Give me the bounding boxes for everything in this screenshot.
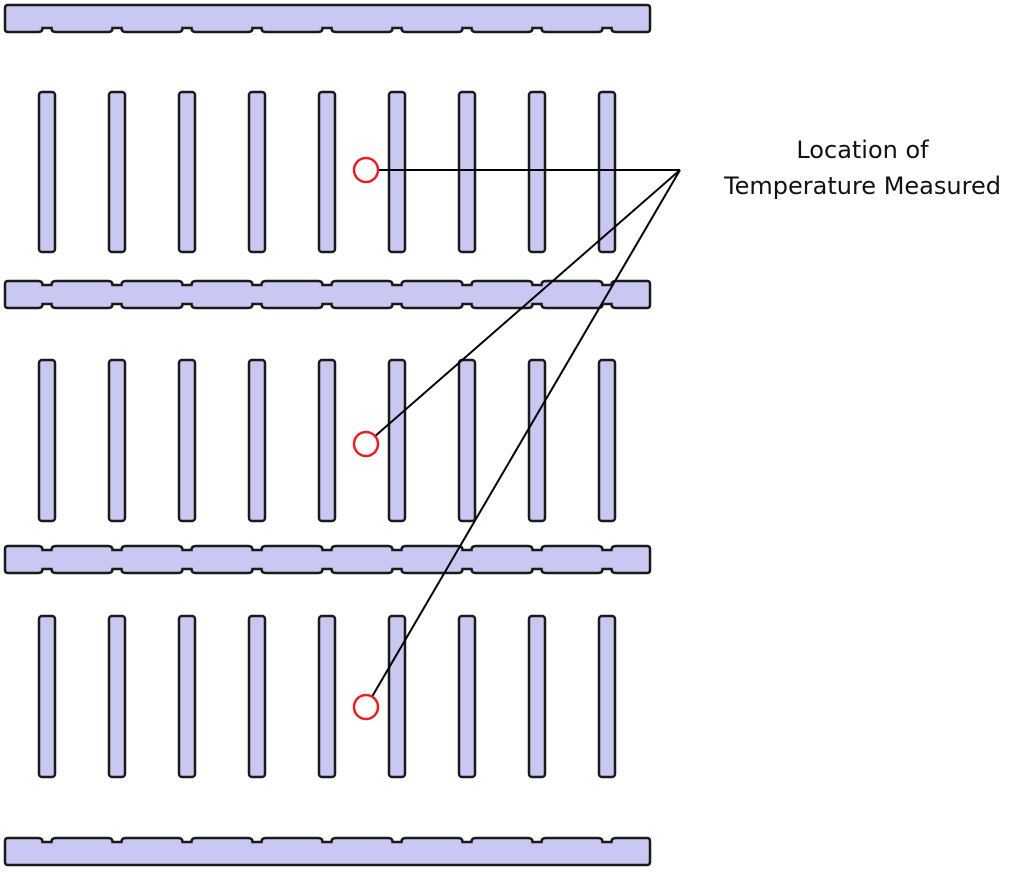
measurement-point-marker-2 [352, 430, 380, 458]
leader-line-3 [371, 169, 681, 698]
vertical-bar-r3-2 [107, 614, 127, 779]
vertical-bar-r1-7 [457, 90, 477, 254]
vertical-bar-r3-1 [37, 614, 57, 779]
horizontal-bar-2 [3, 279, 652, 310]
vertical-bar-r3-6 [387, 614, 407, 779]
vertical-bar-r2-4 [247, 358, 267, 523]
vertical-bar-r1-9 [597, 90, 617, 254]
vertical-bar-r1-6 [387, 90, 407, 254]
vertical-bar-r2-9 [597, 358, 617, 523]
measurement-point-marker-1 [352, 156, 380, 184]
leader-line-2 [374, 169, 681, 437]
horizontal-bar-1 [3, 3, 652, 34]
horizontal-bar-3 [3, 544, 652, 575]
annotation-line-2: Temperature Measured [724, 172, 1001, 200]
vertical-bar-r2-1 [37, 358, 57, 523]
vertical-bar-r3-7 [457, 614, 477, 779]
vertical-bar-r3-8 [527, 614, 547, 779]
vertical-bar-r2-3 [177, 358, 197, 523]
vertical-bar-r3-9 [597, 614, 617, 779]
vertical-bar-r1-4 [247, 90, 267, 254]
vertical-bar-r1-3 [177, 90, 197, 254]
vertical-bar-r2-7 [457, 358, 477, 523]
vertical-bar-r1-1 [37, 90, 57, 254]
horizontal-bar-4 [3, 836, 652, 867]
measurement-point-marker-3 [352, 693, 380, 721]
vertical-bar-r3-5 [317, 614, 337, 779]
vertical-bar-r1-2 [107, 90, 127, 254]
vertical-bar-r3-4 [247, 614, 267, 779]
vertical-bar-r2-6 [387, 358, 407, 523]
vertical-bar-r2-2 [107, 358, 127, 523]
vertical-bar-r1-8 [527, 90, 547, 254]
vertical-bar-r2-5 [317, 358, 337, 523]
annotation-line-1: Location of [796, 136, 929, 164]
vertical-bar-r2-8 [527, 358, 547, 523]
vertical-bar-r3-3 [177, 614, 197, 779]
vertical-bar-r1-5 [317, 90, 337, 254]
